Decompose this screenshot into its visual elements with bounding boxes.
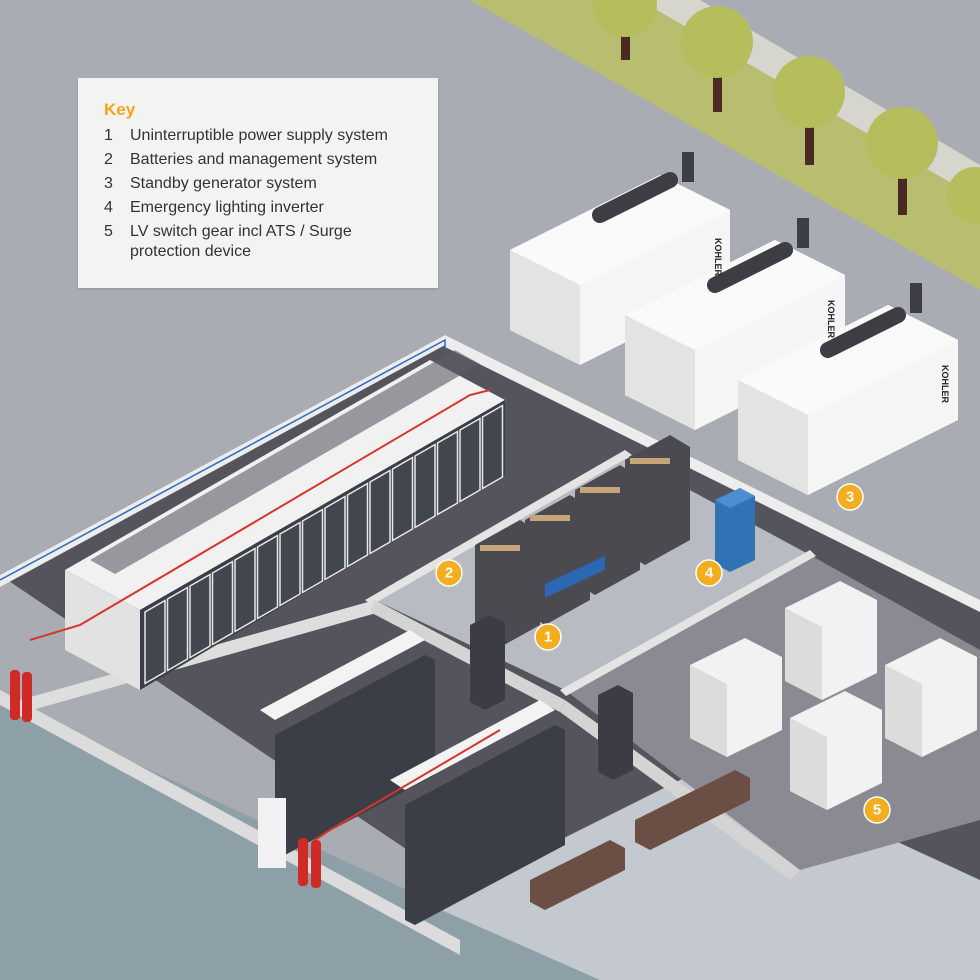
server-rack <box>166 586 189 672</box>
lower-server-racks <box>260 630 565 925</box>
key-item-label: Batteries and management system <box>130 151 378 168</box>
key-legend-panel: Key 1 Uninterruptible power supply system… <box>78 78 438 288</box>
marker-generator: 3 <box>836 483 864 511</box>
server-rack <box>481 404 504 490</box>
data-cable <box>0 338 446 581</box>
svg-text:1: 1 <box>544 629 552 646</box>
server-rack <box>234 547 256 633</box>
server-rack <box>211 560 234 646</box>
server-rack <box>256 534 279 620</box>
power-cable <box>29 389 491 641</box>
key-item-label: LV switch gear incl ATS / Surge protecti… <box>130 223 352 260</box>
switchgear-cabinets <box>690 581 977 810</box>
key-title: Key <box>104 100 136 119</box>
control-desks <box>530 555 750 910</box>
interior-wall <box>370 600 565 712</box>
server-rack <box>324 495 346 581</box>
svg-text:5: 5 <box>873 802 881 819</box>
generator <box>738 283 958 495</box>
key-list: 1 Uninterruptible power supply system 2 Ba… <box>104 126 414 262</box>
key-item: 4 Emergency lighting inverter <box>104 198 414 218</box>
switchgear-cabinet <box>885 638 977 757</box>
front-wall <box>0 690 460 955</box>
svg-text:4: 4 <box>705 565 714 582</box>
generator-brand-label: KOHLER <box>713 238 723 277</box>
key-item: 5 LV switch gear incl ATS / Surge protect… <box>104 222 414 262</box>
switchgear-cabinet <box>790 691 882 810</box>
svg-text:2: 2 <box>445 565 453 582</box>
key-item-number: 2 <box>104 151 113 168</box>
key-item-number: 3 <box>104 175 113 192</box>
right-back-wall <box>445 335 980 612</box>
key-item: 1 Uninterruptible power supply system <box>104 126 414 146</box>
ups-cabinets <box>470 615 633 780</box>
tree <box>866 107 938 215</box>
interior-wall <box>560 550 816 696</box>
tree <box>773 56 845 165</box>
front-walkway <box>430 760 980 980</box>
key-item-label: Uninterruptible power supply system <box>130 127 388 144</box>
tree <box>681 6 753 112</box>
svg-text:3: 3 <box>846 489 854 506</box>
server-rack <box>279 521 301 607</box>
server-rack <box>346 482 369 568</box>
server-rack <box>391 456 414 542</box>
server-rack <box>301 508 324 594</box>
fire-suppression-cylinders <box>10 670 321 888</box>
server-rack <box>414 443 436 529</box>
power-cable <box>314 729 501 841</box>
grass-strip <box>470 0 980 290</box>
interior-wall <box>365 450 632 605</box>
emergency-lighting-inverter-cabinet <box>715 488 755 572</box>
key-item-number: 1 <box>104 127 113 144</box>
interior-wall <box>20 600 380 712</box>
marker-inverter: 4 <box>695 559 723 587</box>
marker-ups: 1 <box>534 623 562 651</box>
server-rack <box>459 417 481 503</box>
marker-batteries: 2 <box>435 559 463 587</box>
tree <box>947 167 980 223</box>
key-item-label: Emergency lighting inverter <box>130 199 324 216</box>
tree <box>593 0 657 60</box>
tree-row <box>593 0 980 223</box>
server-rack <box>189 573 211 659</box>
server-rack <box>369 469 391 555</box>
key-item-number: 5 <box>104 223 113 240</box>
key-item: 3 Standby generator system <box>104 174 414 194</box>
generator-brand-label: KOHLER <box>826 300 836 339</box>
back-wall <box>0 335 445 587</box>
server-rack <box>436 430 459 516</box>
key-item-number: 4 <box>104 199 113 216</box>
server-rack <box>144 599 166 685</box>
generator-units: KOHLER KOHLER KOHLER <box>510 152 958 495</box>
key-item-label: Standby generator system <box>130 175 317 192</box>
switchgear-cabinet <box>785 581 877 700</box>
generator-brand-label: KOHLER <box>940 365 950 404</box>
key-item: 2 Batteries and management system <box>104 150 414 170</box>
switchgear-cabinet <box>690 638 782 757</box>
marker-switchgear: 5 <box>863 796 891 824</box>
server-rack-row <box>144 404 504 685</box>
